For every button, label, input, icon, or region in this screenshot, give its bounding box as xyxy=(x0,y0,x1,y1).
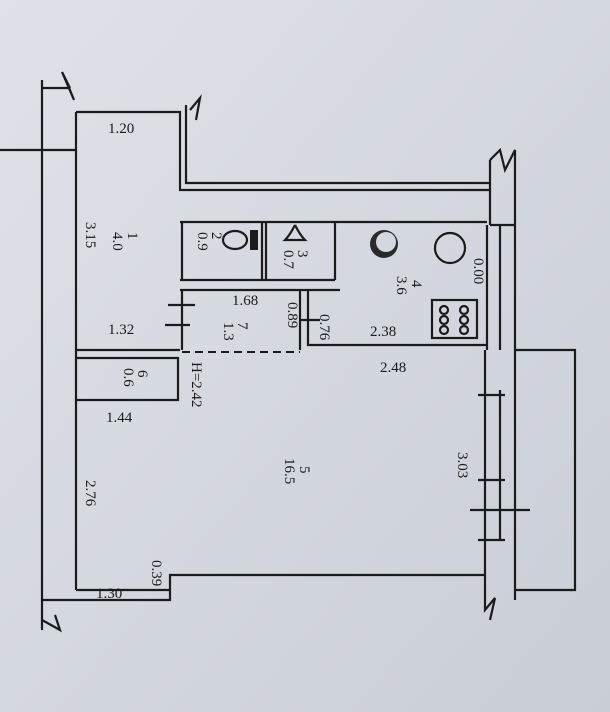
room-3-area: 0.7 xyxy=(280,250,296,269)
dim-0-39: 0.39 xyxy=(148,560,164,586)
room-2-number: 2 xyxy=(208,232,224,240)
room-7-number: 7 xyxy=(234,322,250,330)
dim-0-89: 0.89 xyxy=(284,302,300,328)
dim-2-76: 2.76 xyxy=(82,480,98,507)
dim-1-68: 1.68 xyxy=(232,293,258,309)
dim-2-48: 2.48 xyxy=(380,360,406,376)
dim-3-15: 3.15 xyxy=(82,222,98,248)
dim-1-32: 1.32 xyxy=(108,322,134,338)
dim-0-76: 0.76 xyxy=(316,314,332,341)
room-1-number: 1 xyxy=(124,232,140,240)
room-5-number: 5 xyxy=(296,466,312,474)
room-7-area: 1.3 xyxy=(220,322,236,341)
dim-3-03: 3.03 xyxy=(454,452,470,478)
dim-0-00: 0.00 xyxy=(470,258,486,284)
room-6-area: 0.6 xyxy=(120,368,136,387)
ceiling-height: H=2.42 xyxy=(188,362,204,408)
dim-1-20: 1.20 xyxy=(108,121,134,137)
dim-1-44: 1.44 xyxy=(106,410,133,426)
room-2-area: 0.9 xyxy=(194,232,210,251)
dim-2-38: 2.38 xyxy=(370,324,396,340)
dim-1-30: 1.30 xyxy=(96,586,122,602)
labels: 1.20 3.15 1 4.0 2 0.9 3 0.7 4 3.6 0.00 1… xyxy=(82,121,486,602)
walls xyxy=(0,71,577,633)
room-3-number: 3 xyxy=(294,250,310,258)
room-4-number: 4 xyxy=(408,280,424,288)
room-5-area: 16.5 xyxy=(281,458,297,484)
room-6-number: 6 xyxy=(134,370,150,378)
room-1-area: 4.0 xyxy=(109,232,125,251)
room-4-area: 3.6 xyxy=(393,276,409,295)
